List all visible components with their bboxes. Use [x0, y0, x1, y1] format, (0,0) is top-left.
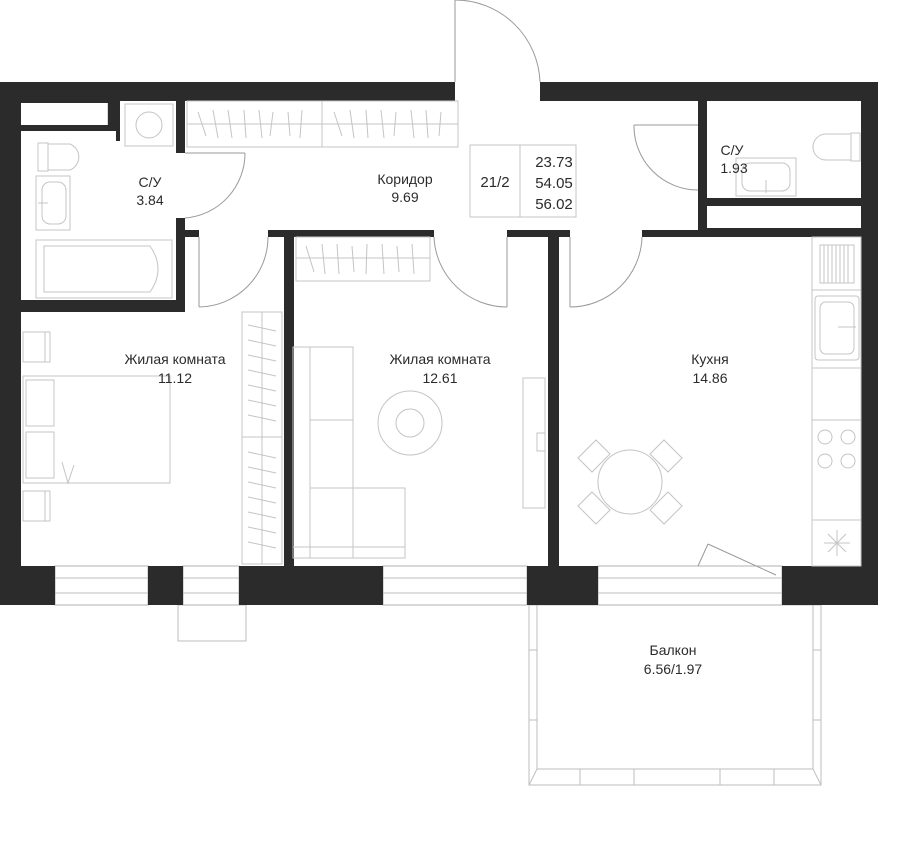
room-area-living-center: 12.61 — [422, 370, 457, 386]
sofa-icon — [292, 346, 406, 559]
tv-unit-icon — [522, 377, 546, 509]
entrance-door — [454, 0, 541, 83]
total-area-with-balcony-value: 56.02 — [535, 196, 573, 213]
room-name-bathroom-right: С/У — [721, 142, 744, 158]
balcony-outline — [528, 604, 822, 786]
extractor-icon — [824, 530, 850, 556]
kitchen-sink-icon — [814, 295, 860, 361]
total-area-value: 54.05 — [535, 175, 573, 192]
room-name-living-center: Жилая комната — [389, 351, 490, 367]
living-area-value: 23.73 — [535, 154, 573, 171]
room-area-corridor: 9.69 — [391, 189, 418, 205]
room-name-living-left: Жилая комната — [124, 351, 225, 367]
area-panel — [469, 144, 577, 218]
room-area-bathroom-right: 1.93 — [720, 160, 747, 176]
sink-right-icon — [735, 157, 797, 197]
room-name-corridor: Коридор — [377, 171, 433, 187]
room-area-living-left: 11.12 — [158, 370, 192, 386]
wardrobe-icon — [186, 100, 459, 148]
stove-icon — [817, 429, 856, 469]
nightstand-icon — [22, 331, 51, 522]
radiator-icon — [819, 244, 855, 284]
sink-icon — [35, 175, 71, 231]
wardrobe-center-icon — [295, 236, 431, 282]
room-area-balcony: 6.56/1.97 — [644, 661, 703, 677]
room-area-bathroom-left: 3.84 — [136, 192, 163, 208]
dining-table-icon — [577, 439, 683, 525]
window-bay — [177, 604, 247, 642]
toilet-right-icon — [812, 132, 861, 162]
washing-machine-icon — [124, 103, 174, 147]
kitchen-counter-icon — [811, 236, 862, 567]
wardrobe-left-icon — [241, 311, 283, 565]
room-name-balcony: Балкон — [650, 642, 697, 658]
bathtub-icon — [35, 239, 173, 299]
room-area-kitchen: 14.86 — [692, 370, 727, 386]
bed-icon — [22, 375, 171, 485]
doors — [184, 124, 777, 576]
room-name-kitchen: Кухня — [691, 351, 728, 367]
round-table-icon — [377, 390, 443, 456]
walls — [0, 82, 878, 605]
apartment-number: 21/2 — [480, 174, 509, 191]
room-name-bathroom-left: С/У — [139, 174, 162, 190]
toilet-icon — [37, 142, 80, 172]
